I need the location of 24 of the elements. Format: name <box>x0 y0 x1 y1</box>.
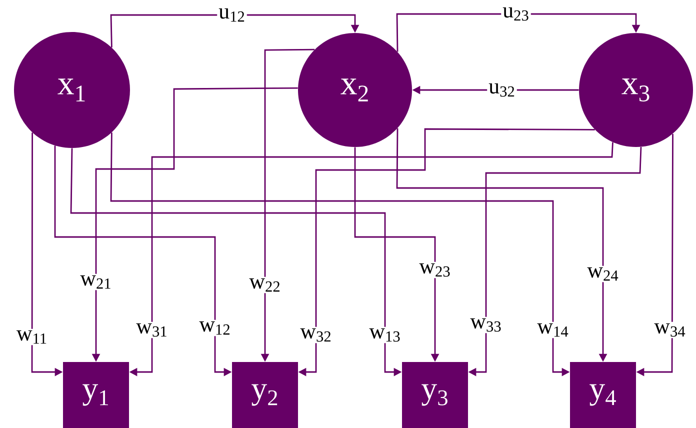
edge-label: u$_{32}$ <box>487 82 517 98</box>
arrow <box>396 13 640 52</box>
edge-label: w$_{22}$ <box>248 276 282 294</box>
edge-label: w$_{33}$ <box>468 316 504 334</box>
square-node: y$_{3}$ <box>402 362 468 428</box>
edge-label: w$_{14}$ <box>536 322 570 338</box>
edge-label: w$_{11}$ <box>14 328 50 346</box>
circle-node: x$_{2}$ <box>298 33 412 147</box>
edge-label: w$_{34}$ <box>652 322 688 338</box>
square-node: y$_{1}$ <box>63 362 129 428</box>
edge-label: u$_{23}$ <box>501 6 531 22</box>
edge-label: w$_{12}$ <box>198 320 232 336</box>
square-node: y$_{4}$ <box>570 362 636 428</box>
edge-label: w$_{23}$ <box>418 262 452 278</box>
edge-label: w$_{24}$ <box>586 266 620 282</box>
circle-node: x$_{1}$ <box>14 32 130 148</box>
edge-label: w$_{32}$ <box>298 326 334 344</box>
arrow <box>110 14 360 48</box>
edge-label: w$_{21}$ <box>78 274 114 290</box>
edge-label: w$_{31}$ <box>134 322 170 338</box>
edge-label: u$_{12}$ <box>217 6 247 24</box>
edge-label: w$_{13}$ <box>368 326 402 344</box>
square-node: y$_{2}$ <box>232 362 298 428</box>
circle-node: x$_{3}$ <box>579 33 693 147</box>
